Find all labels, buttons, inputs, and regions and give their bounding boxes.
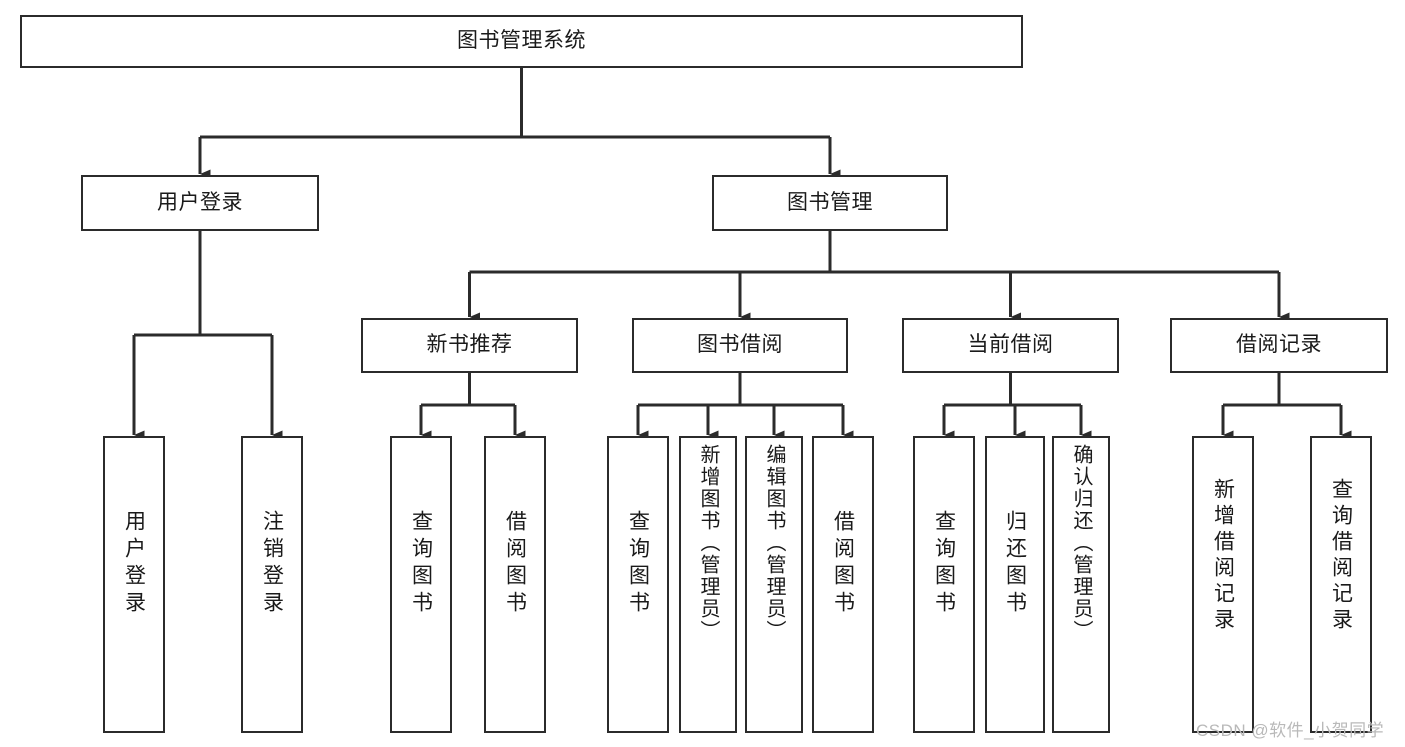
node-label: 编辑图书（管理员） <box>763 444 785 642</box>
node-book-borrow[interactable]: 图书借阅 <box>632 318 848 373</box>
node-label: 图书管理系统 <box>457 29 586 53</box>
node-label: 注销登录 <box>260 510 284 618</box>
node-new-book-rec[interactable]: 新书推荐 <box>361 318 578 373</box>
node-leaf-query-book-3[interactable]: 查询图书 <box>913 436 975 733</box>
node-label: 确认归还（管理员） <box>1070 444 1092 642</box>
node-label: 查询图书 <box>932 510 956 618</box>
node-label: 图书借阅 <box>697 333 783 357</box>
node-label: 当前借阅 <box>967 333 1054 357</box>
node-label: 查询借阅记录 <box>1329 478 1353 634</box>
node-leaf-query-record[interactable]: 查询借阅记录 <box>1310 436 1372 733</box>
node-current-borrow[interactable]: 当前借阅 <box>902 318 1119 373</box>
node-label: 借阅图书 <box>831 510 855 618</box>
node-label: 用户登录 <box>157 190 243 214</box>
node-label: 借阅记录 <box>1236 333 1322 357</box>
node-leaf-confirm-return[interactable]: 确认归还（管理员） <box>1052 436 1110 733</box>
node-root[interactable]: 图书管理系统 <box>20 15 1023 68</box>
node-label: 用户登录 <box>122 510 146 618</box>
node-label: 新书推荐 <box>426 333 513 357</box>
node-label: 新增图书（管理员） <box>697 444 719 642</box>
node-leaf-user-logout[interactable]: 注销登录 <box>241 436 303 733</box>
node-leaf-edit-book[interactable]: 编辑图书（管理员） <box>745 436 803 733</box>
node-leaf-add-book[interactable]: 新增图书（管理员） <box>679 436 737 733</box>
node-user-login[interactable]: 用户登录 <box>81 175 319 231</box>
node-leaf-user-login[interactable]: 用户登录 <box>103 436 165 733</box>
node-label: 借阅图书 <box>503 510 527 618</box>
node-leaf-borrow-book-2[interactable]: 借阅图书 <box>812 436 874 733</box>
node-label: 图书管理 <box>787 190 873 214</box>
node-label: 查询图书 <box>626 510 650 618</box>
node-leaf-query-book-2[interactable]: 查询图书 <box>607 436 669 733</box>
node-leaf-query-book-1[interactable]: 查询图书 <box>390 436 452 733</box>
node-leaf-return-book[interactable]: 归还图书 <box>985 436 1045 733</box>
node-label: 查询图书 <box>409 510 433 618</box>
node-label: 归还图书 <box>1003 510 1027 618</box>
node-book-mgmt[interactable]: 图书管理 <box>712 175 948 231</box>
node-borrow-record[interactable]: 借阅记录 <box>1170 318 1388 373</box>
node-label: 新增借阅记录 <box>1211 478 1235 634</box>
node-leaf-borrow-book-1[interactable]: 借阅图书 <box>484 436 546 733</box>
node-leaf-add-record[interactable]: 新增借阅记录 <box>1192 436 1254 733</box>
